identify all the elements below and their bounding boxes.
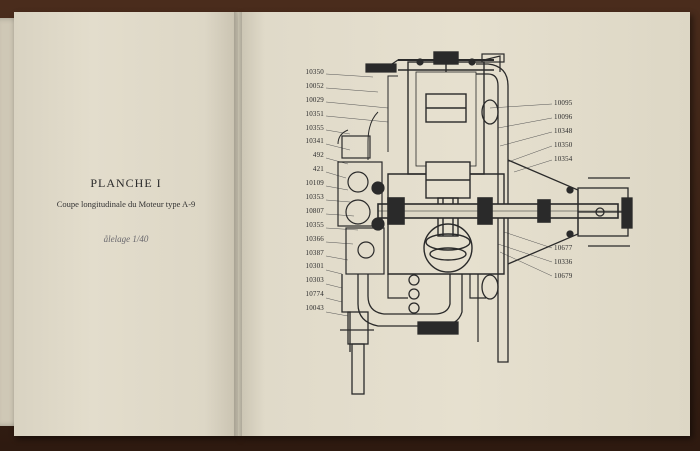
oil-pipe — [337, 75, 398, 160]
callout-label: 10354 — [554, 154, 573, 163]
callout-label: 10387 — [305, 248, 324, 257]
right-page — [238, 12, 690, 436]
callout-label: 421 — [312, 165, 324, 174]
accessory-gears — [337, 135, 385, 275]
handwritten-note: ålelage 1/40 — [103, 234, 149, 244]
callout-label: 10774 — [305, 290, 324, 299]
plate-title: PLANCHE I — [90, 176, 162, 190]
propeller-hub — [507, 159, 633, 265]
cylinder-block — [398, 51, 494, 175]
callout-label: 10336 — [554, 257, 573, 266]
callout-label: 10341 — [305, 137, 324, 146]
callout-label: 10351 — [305, 109, 324, 118]
engine-section-drawing — [325, 51, 633, 395]
callout-label: 10303 — [305, 276, 324, 285]
lower-sump — [387, 274, 486, 342]
callout-label: 10355 — [305, 123, 324, 132]
leader-lines-right — [489, 103, 553, 277]
crankcase — [387, 161, 505, 275]
callouts-right-bottom: 10677 10336 10679 — [554, 242, 588, 284]
callout-label: 10029 — [305, 95, 324, 104]
plate-subtitle: Coupe longitudinale du Moteur type A-9 — [56, 199, 196, 209]
callouts-left: 10350 10052 10029 10351 10355 10341 492 … — [290, 66, 324, 316]
callout-label: 10679 — [554, 271, 573, 280]
leader-lines-left — [325, 73, 389, 317]
callout-label: 10350 — [554, 140, 573, 149]
callout-label: 10109 — [305, 179, 324, 188]
callout-label: 10301 — [305, 262, 324, 271]
callout-label: 10353 — [305, 193, 324, 202]
left-page — [14, 12, 238, 436]
valve-gear — [365, 53, 505, 73]
callout-label: 10095 — [554, 99, 573, 107]
intake-pipe — [476, 63, 509, 363]
callout-label: 10043 — [305, 304, 324, 313]
callout-label: 10348 — [554, 126, 573, 135]
book-gutter — [234, 12, 242, 436]
callout-label: 10052 — [305, 81, 324, 90]
callout-label: 10807 — [305, 206, 324, 215]
callout-label: 10355 — [305, 220, 324, 229]
lower-pipework — [340, 274, 463, 395]
callouts-right-top: 10095 10096 10348 10350 10354 — [554, 97, 588, 166]
crankshaft — [377, 197, 628, 225]
callout-label: 10677 — [554, 244, 573, 252]
callout-label: 10096 — [554, 112, 573, 121]
callout-label: 10350 — [305, 68, 324, 76]
callout-label: 492 — [312, 151, 324, 160]
callout-label: 10366 — [305, 234, 324, 243]
